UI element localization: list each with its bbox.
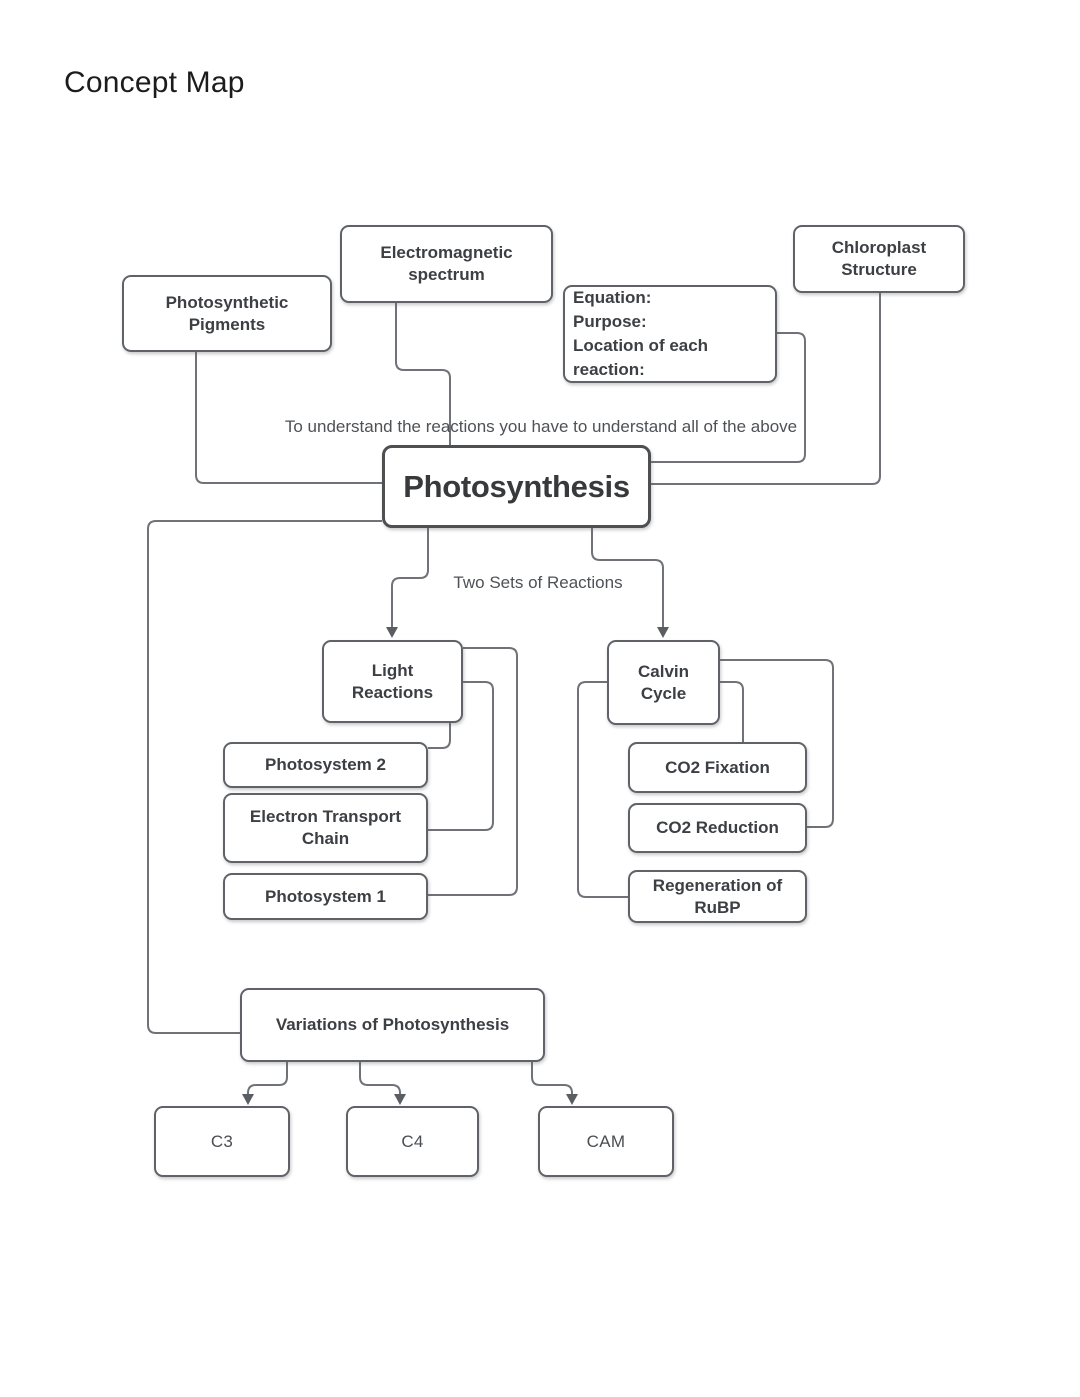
connector-lightreactions-photosystem2: [428, 723, 451, 749]
node-photosynthesis: Photosynthesis: [382, 445, 651, 528]
connector-chloroplast-photosynthesis: [651, 293, 881, 485]
node-photosynthetic-pigments: Photosynthetic Pigments: [122, 275, 332, 352]
connector-equation-photosynthesis: [651, 332, 806, 463]
arrowhead-c3: [242, 1094, 254, 1105]
connector-photosynthesis-calvin-cycle: [591, 528, 664, 628]
arrowhead-c4: [394, 1094, 406, 1105]
connector-lightreactions-etc: [428, 681, 494, 831]
node-equation-purpose-location: Equation: Purpose: Location of each reac…: [563, 285, 777, 383]
arrowhead-calvin-cycle: [657, 627, 669, 638]
node-regeneration-rubp: Regeneration of RuBP: [628, 870, 807, 923]
node-cam: CAM: [538, 1106, 674, 1177]
connector-variations-c4: [359, 1062, 401, 1096]
annotation-understand: To understand the reactions you have to …: [284, 417, 798, 436]
arrowhead-light-reactions: [386, 627, 398, 638]
annotation-two-sets: Two Sets of Reactions: [453, 573, 623, 592]
node-c3: C3: [154, 1106, 290, 1177]
connector-variations-cam: [531, 1062, 573, 1096]
node-chloroplast-structure: Chloroplast Structure: [793, 225, 965, 293]
node-calvin-cycle: Calvin Cycle: [607, 640, 720, 725]
page-title: Concept Map: [64, 66, 245, 99]
node-co2-reduction: CO2 Reduction: [628, 803, 807, 853]
node-co2-fixation: CO2 Fixation: [628, 742, 807, 793]
connector-calvin-reduction: [720, 659, 834, 828]
connector-spectrum-photosynthesis: [395, 303, 451, 445]
connector-pigments-photosynthesis: [195, 352, 382, 484]
connector-photosynthesis-variations: [147, 520, 382, 1034]
node-electromagnetic-spectrum: Electromagnetic spectrum: [340, 225, 553, 303]
arrowhead-cam: [566, 1094, 578, 1105]
node-electron-transport-chain: Electron Transport Chain: [223, 793, 428, 863]
node-variations-of-photosynthesis: Variations of Photosynthesis: [240, 988, 545, 1062]
node-c4: C4: [346, 1106, 479, 1177]
connector-variations-c3: [247, 1062, 288, 1096]
node-light-reactions: Light Reactions: [322, 640, 463, 723]
node-photosystem-1: Photosystem 1: [223, 873, 428, 920]
node-photosystem-2: Photosystem 2: [223, 742, 428, 788]
connector-calvin-fixation: [720, 681, 744, 742]
connector-photosynthesis-light-reactions: [391, 528, 429, 628]
connector-lightreactions-photosystem1: [428, 647, 518, 896]
connector-calvin-regeneration: [577, 681, 628, 898]
